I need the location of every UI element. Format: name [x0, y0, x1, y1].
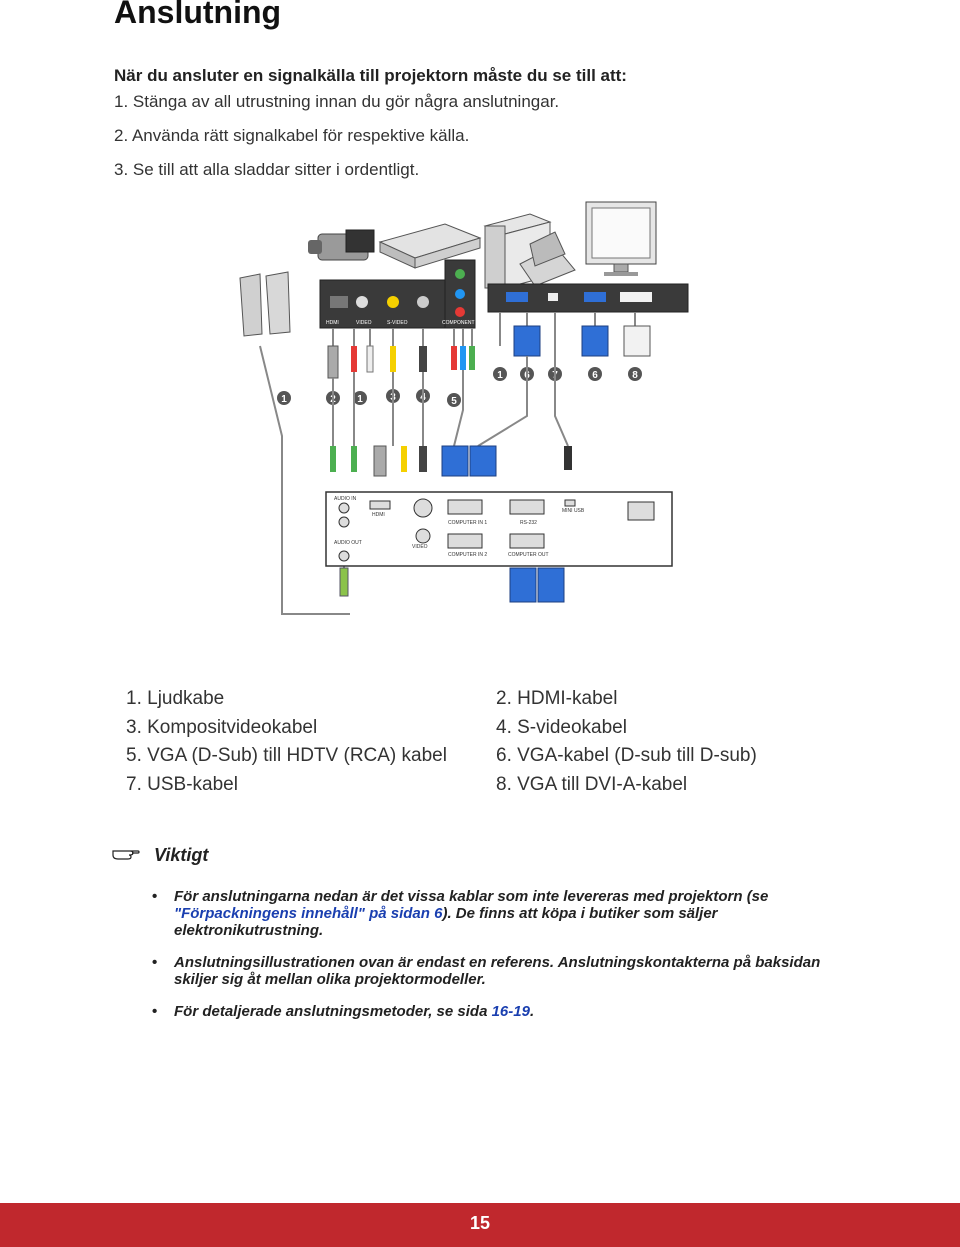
bullet-icon: •: [152, 1003, 158, 1020]
note-text: För anslutningarna nedan är det vissa ka…: [174, 888, 769, 905]
port-label: HDMI: [372, 512, 385, 518]
cable-legend: 1. Ljudkabe 2. HDMI-kabel 3. Kompositvid…: [126, 688, 826, 802]
port-label: COMPONENT: [442, 320, 475, 326]
legend-row: 1. Ljudkabe 2. HDMI-kabel: [126, 688, 826, 717]
page-footer: 15: [0, 1203, 960, 1247]
legend-item: 8. VGA till DVI-A-kabel: [496, 773, 688, 795]
dvd-player-icon: [378, 223, 482, 269]
legend-item: 5. VGA (D-Sub) till HDTV (RCA) kabel: [126, 745, 447, 766]
pointing-hand-icon: [112, 845, 140, 866]
legend-item: 6. VGA-kabel (D-sub till D-sub): [496, 745, 757, 766]
port-label: COMPUTER IN 2: [448, 552, 487, 558]
legend-item: 3. Kompositvideokabel: [126, 716, 318, 738]
bullet-icon: •: [152, 954, 158, 971]
legend-row: 3. Kompositvideokabel 4. S-videokabel: [126, 717, 826, 746]
port-label: AUDIO IN: [334, 496, 357, 502]
legend-item: 7. USB-kabel: [126, 773, 238, 795]
port-label: HDMI: [326, 320, 339, 326]
legend-item: 2. HDMI-kabel: [496, 688, 618, 709]
cables-top: [332, 312, 636, 346]
note-bullet: • För anslutningarna nedan är det vissa k…: [112, 888, 832, 939]
connection-diagram: HDMI VIDEO S-VIDEO COMPONENT 1 2 1 3 4: [239, 201, 689, 615]
marker-label: 6: [592, 370, 598, 381]
page-number: 15: [469, 1213, 491, 1233]
port-label: S-VIDEO: [387, 320, 408, 326]
legend-row: 5. VGA (D-Sub) till HDTV (RCA) kabel 6. …: [126, 745, 826, 774]
note-text: Anslutningsillustrationen ovan är endast…: [174, 954, 821, 988]
cables-bottom: [259, 345, 569, 615]
note-bullets: • För anslutningarna nedan är det vissa k…: [112, 888, 832, 1020]
port-label: COMPUTER OUT: [508, 552, 549, 558]
page-link[interactable]: "Förpackningens innehåll" på sidan 6: [174, 905, 443, 922]
step-item: 3. Se till att alla sladdar sitter i ord…: [114, 160, 420, 179]
marker-label: 8: [632, 370, 638, 381]
legend-row: 7. USB-kabel 8. VGA till DVI-A-kabel: [126, 774, 826, 803]
port-label: AUDIO OUT: [334, 540, 362, 546]
port-label: COMPUTER IN 1: [448, 520, 487, 526]
port-label: RS-232: [520, 520, 537, 526]
monitor-icon: [585, 201, 657, 276]
step-item: 2. Använda rätt signalkabel för respekti…: [114, 126, 470, 145]
note-bullet: • För detaljerade anslutningsmetoder, se …: [112, 1003, 832, 1020]
port-label: VIDEO: [412, 544, 428, 550]
note-text: För detaljerade anslutningsmetoder, se s…: [174, 1003, 492, 1020]
marker-label: 5: [451, 396, 457, 407]
marker-label: 1: [497, 370, 503, 381]
note-text: .: [529, 1003, 535, 1020]
marker-label: 1: [357, 394, 363, 405]
legend-item: 4. S-videokabel: [496, 716, 627, 738]
marker-label: 1: [281, 394, 287, 405]
laptop-icon: [519, 231, 576, 287]
port-label: MINI USB: [562, 508, 585, 514]
note-bullet: • Anslutningsillustrationen ovan är endas…: [112, 954, 832, 988]
important-note: Viktigt • För anslutningarna nedan är det…: [112, 845, 832, 1035]
steps-list: 1. Stänga av all utrustning innan du gör…: [114, 92, 559, 194]
step-item: 1. Stänga av all utrustning innan du gör…: [114, 92, 560, 111]
intro-text: När du ansluter en signalkälla till proj…: [114, 66, 627, 85]
note-text: ). De finns att köpa i butiker som sälje…: [174, 905, 718, 939]
note-heading: Viktigt: [154, 845, 209, 865]
port-label: VIDEO: [356, 320, 372, 326]
page-link[interactable]: 16-19: [491, 1003, 530, 1020]
bullet-icon: •: [152, 888, 158, 905]
note-heading-row: Viktigt: [112, 845, 832, 866]
projector-labels: AUDIO IN HDMI COMPUTER IN 1 RS-232 MINI …: [334, 496, 585, 558]
speakers-icon: [239, 271, 291, 337]
page-title: Anslutning: [114, 0, 282, 30]
legend-item: 1. Ljudkabe: [126, 688, 225, 709]
camcorder-icon: [308, 229, 375, 261]
